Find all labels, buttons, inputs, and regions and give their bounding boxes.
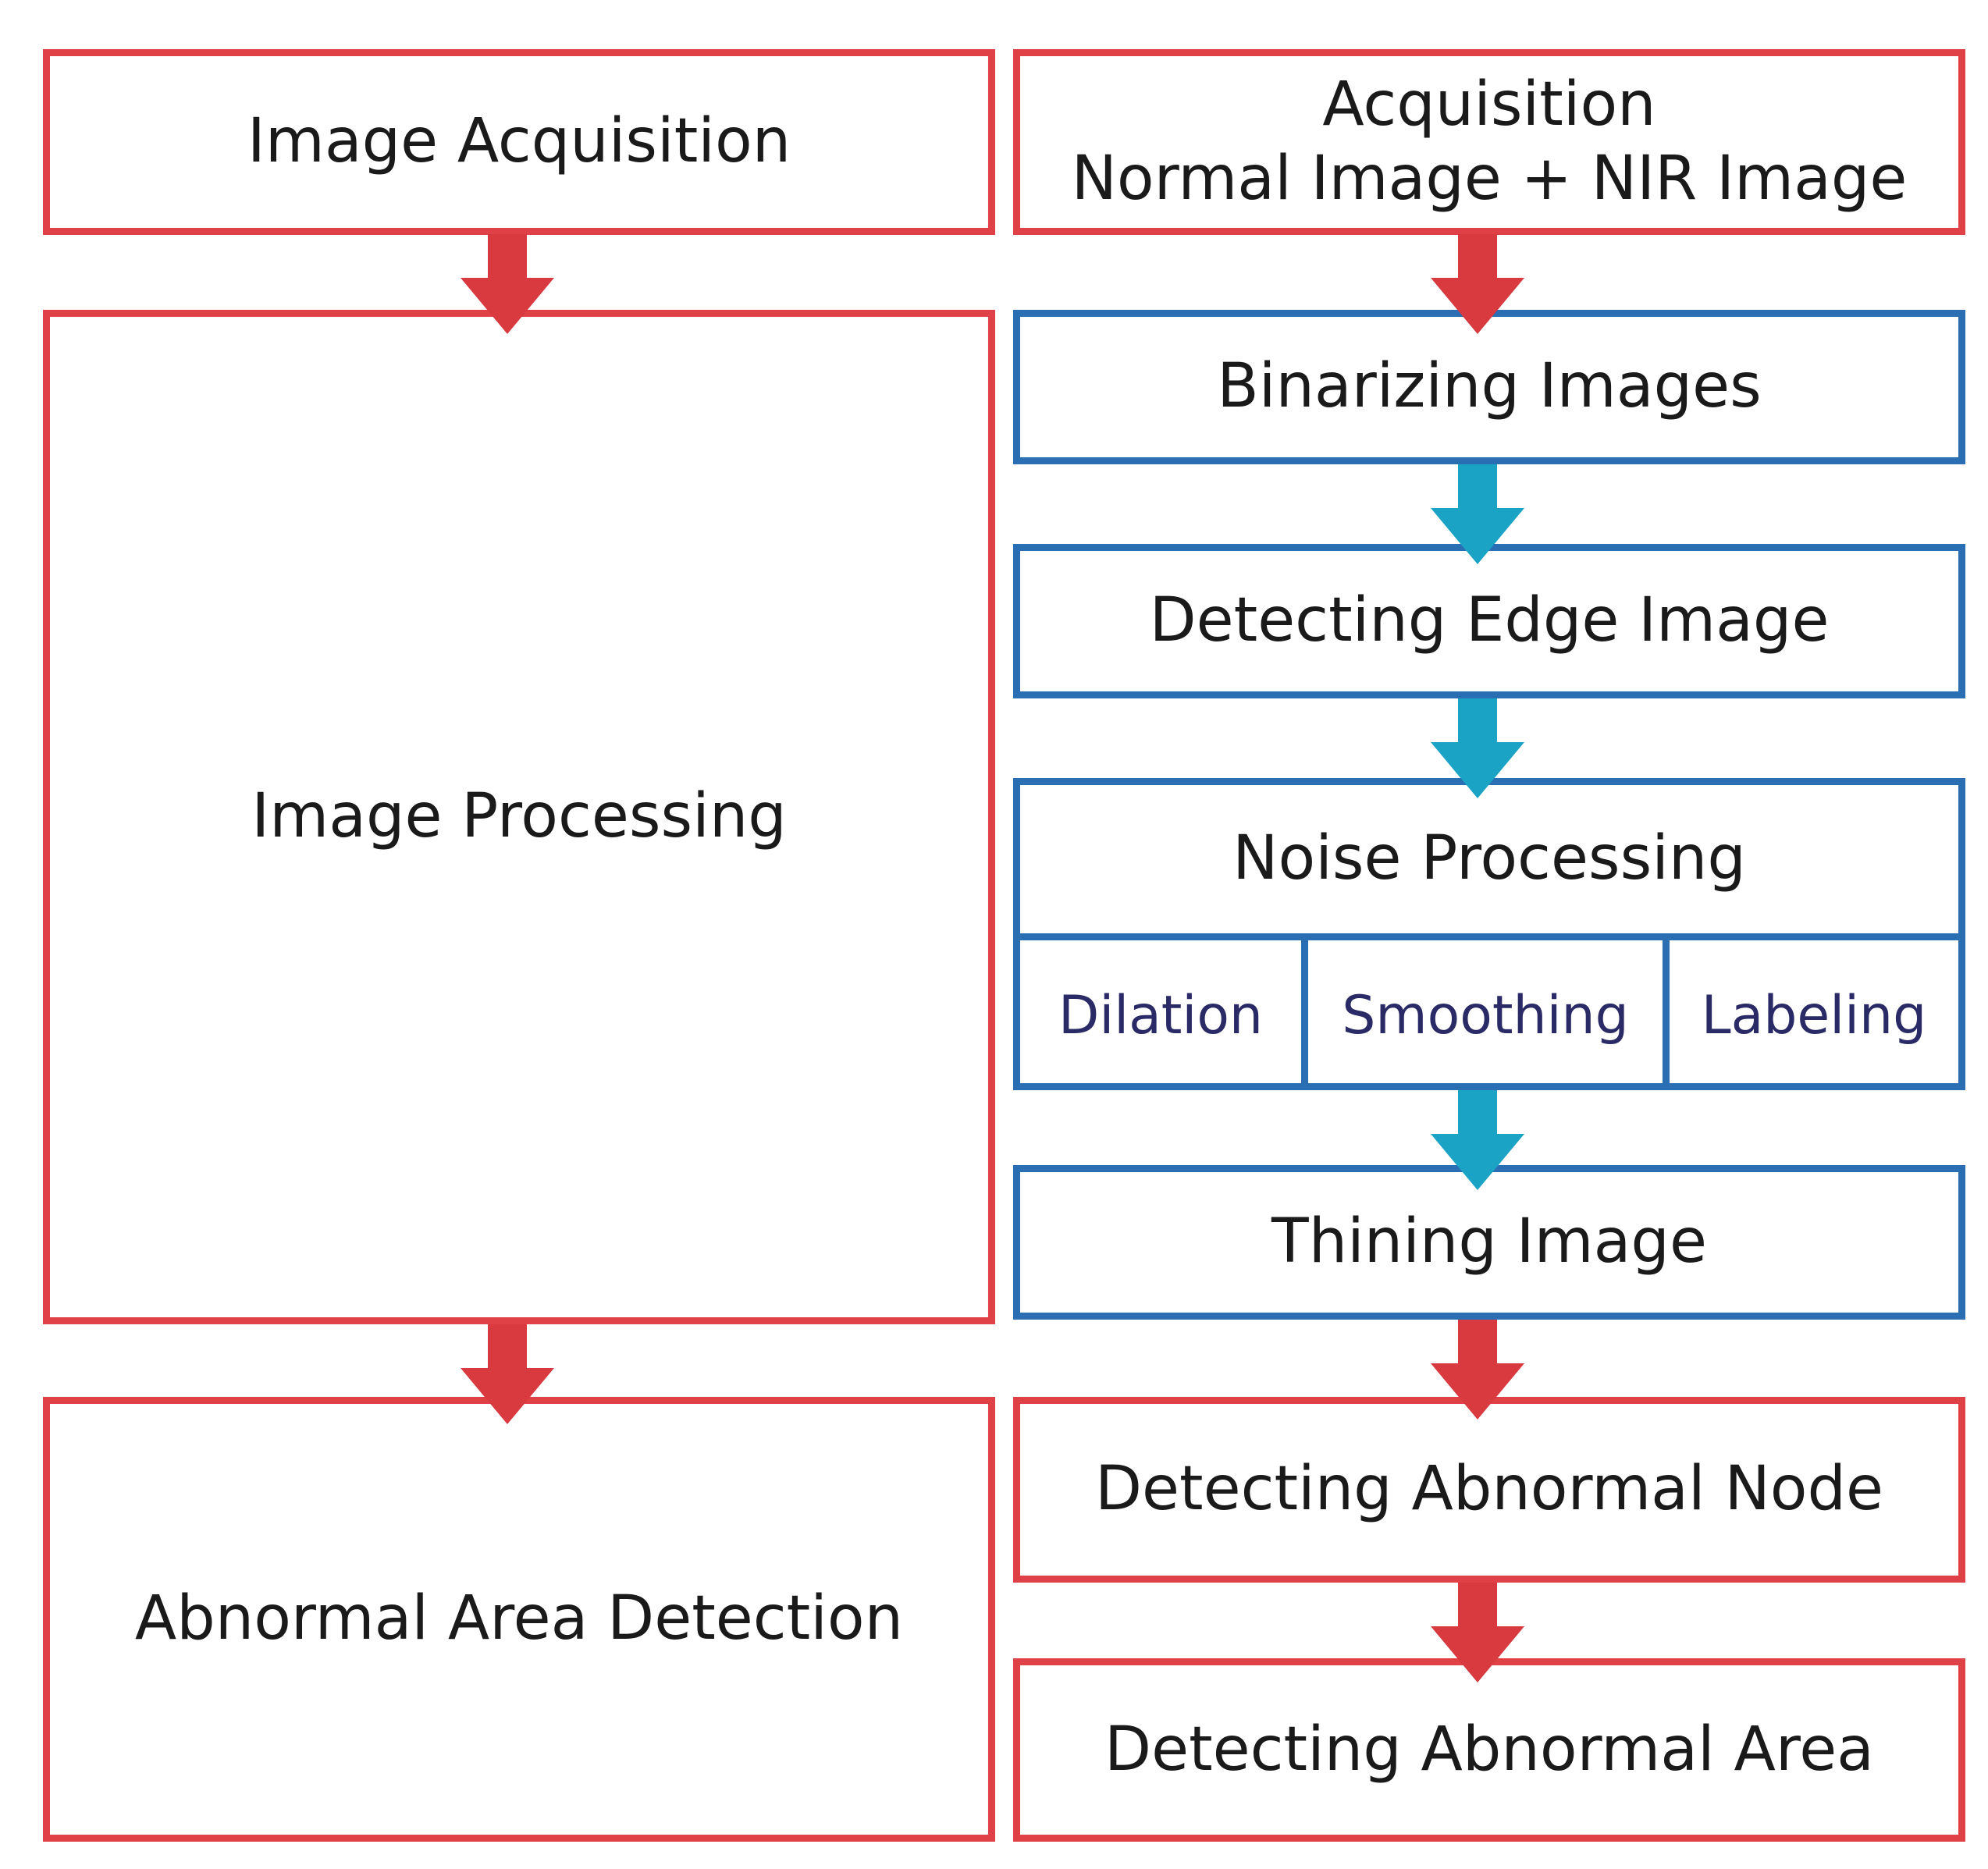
detecting-abnormal-node-label: Detecting Abnormal Node xyxy=(1094,1454,1884,1525)
noise-step-dilation: Dilation xyxy=(1020,940,1301,1090)
red-arrow-left-1 xyxy=(461,234,554,334)
detecting-abnormal-area-label: Detecting Abnormal Area xyxy=(1104,1714,1874,1785)
noise-step-dilation-label: Dilation xyxy=(1058,984,1264,1046)
detecting-abnormal-area-box: Detecting Abnormal Area xyxy=(1013,1658,1965,1842)
noise-step-labeling: Labeling xyxy=(1670,940,1958,1090)
red-arrow-right-1 xyxy=(1431,234,1524,334)
noise-processing-divider xyxy=(1020,933,1958,940)
left-abnormal-area-detection-label: Abnormal Area Detection xyxy=(134,1583,904,1654)
noise-step-smoothing-label: Smoothing xyxy=(1342,984,1629,1046)
thining-image-box: Thining Image xyxy=(1013,1165,1965,1320)
noise-step-divider-2 xyxy=(1663,933,1670,1090)
teal-arrow-right-3 xyxy=(1431,1090,1524,1190)
right-acquisition-box: Acquisition Normal Image + NIR Image xyxy=(1013,49,1965,235)
thining-image-label: Thining Image xyxy=(1271,1206,1707,1277)
teal-arrow-right-2 xyxy=(1431,698,1524,798)
right-acquisition-inputs: Normal Image + NIR Image xyxy=(1071,144,1908,214)
binarizing-images-box: Binarizing Images xyxy=(1013,310,1965,464)
noise-step-smoothing: Smoothing xyxy=(1308,940,1663,1090)
noise-processing-label: Noise Processing xyxy=(1232,823,1746,894)
binarizing-images-label: Binarizing Images xyxy=(1217,351,1762,422)
right-acquisition-title: Acquisition xyxy=(1322,69,1656,140)
left-image-acquisition-label: Image Acquisition xyxy=(247,106,791,177)
left-abnormal-area-detection-box: Abnormal Area Detection xyxy=(43,1397,995,1842)
teal-arrow-right-1 xyxy=(1431,464,1524,564)
noise-processing-box: Noise Processing Dilation Smoothing Labe… xyxy=(1013,778,1965,1090)
left-image-processing-box: Image Processing xyxy=(43,310,995,1324)
noise-step-labeling-label: Labeling xyxy=(1701,984,1927,1046)
detecting-edge-image-label: Detecting Edge Image xyxy=(1149,585,1830,656)
detecting-abnormal-node-box: Detecting Abnormal Node xyxy=(1013,1397,1965,1583)
left-image-acquisition-box: Image Acquisition xyxy=(43,49,995,235)
noise-step-divider-1 xyxy=(1301,933,1308,1090)
red-arrow-right-2 xyxy=(1431,1320,1524,1420)
left-image-processing-label: Image Processing xyxy=(251,781,787,852)
noise-processing-header: Noise Processing xyxy=(1020,785,1958,933)
detecting-edge-image-box: Detecting Edge Image xyxy=(1013,544,1965,698)
red-arrow-right-3 xyxy=(1431,1583,1524,1682)
red-arrow-left-2 xyxy=(461,1324,554,1424)
